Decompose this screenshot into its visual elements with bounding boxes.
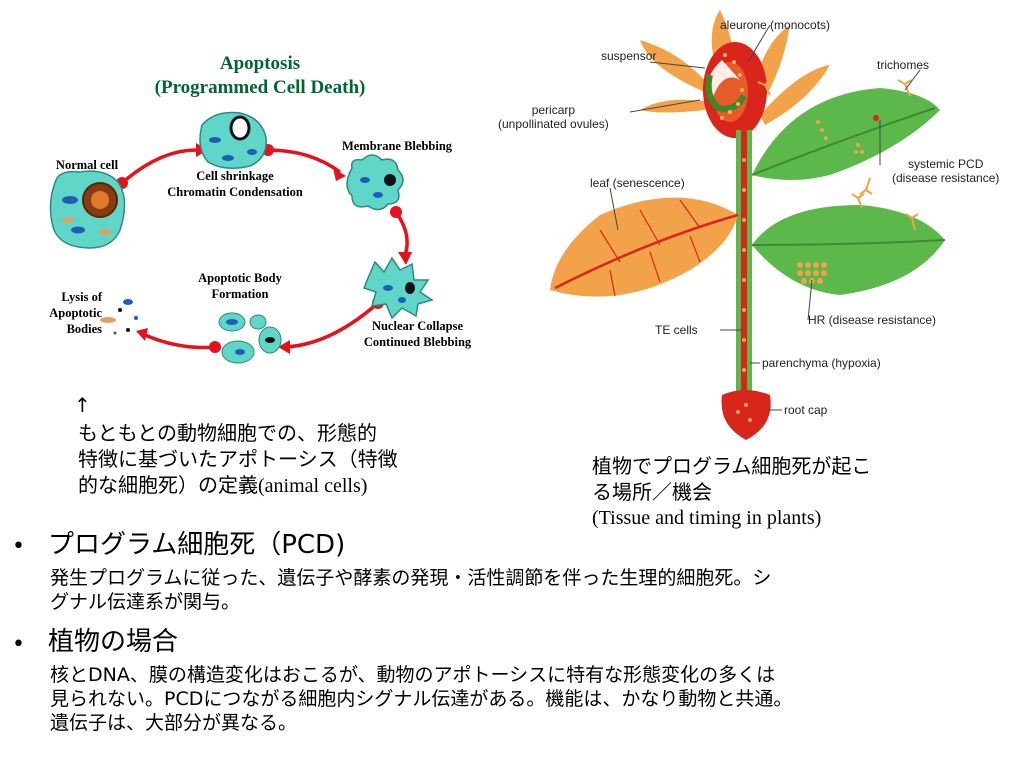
bullet-marker-1: • — [12, 534, 25, 559]
arrow-normal-to-shrink — [120, 148, 197, 185]
leader-lines — [609, 24, 921, 411]
root-cap — [721, 390, 771, 440]
bullet-body-plant-line2: 見られない。PCDにつながる細胞内シグナル伝達がある。機能は、かなり動物と共通。 — [50, 688, 793, 710]
caption-animal-line3: 的な細胞死）の定義(animal cells) — [78, 472, 498, 499]
stem — [736, 130, 752, 400]
apoptotic-bodies — [218, 312, 282, 364]
label-pericarp-line1: pericarp — [531, 103, 576, 117]
apoptosis-subtitle: (Programmed Cell Death) — [154, 77, 366, 98]
label-shrinkage-line2: Chromatin Condensation — [167, 185, 303, 199]
label-cell-shrinkage: Cell shrinkage Chromatin Condensation — [140, 168, 330, 200]
arrow-shrink-to-bleb — [267, 148, 342, 174]
label-leaf: leaf (senescence) — [590, 176, 685, 190]
label-suspensor: suspensor — [601, 49, 657, 63]
label-nuclear-line2: Continued Blebbing — [363, 335, 472, 349]
label-lysis-line3: Bodies — [66, 322, 102, 336]
caption-animal-line3b: (animal cells) — [258, 475, 368, 497]
label-shrinkage-line1: Cell shrinkage — [196, 169, 274, 183]
bullet-title-pcd: プログラム細胞死（PCD) — [48, 530, 346, 560]
label-nuclear-collapse: Nuclear Collapse Continued Blebbing — [345, 318, 490, 350]
apoptosis-cycle-graphic — [49, 111, 434, 364]
senescent-leaf — [550, 197, 739, 297]
label-normal-cell: Normal cell — [55, 158, 119, 172]
caption-plant: 植物でプログラム細胞死が起こ る場所／機会 (Tissue and timing… — [592, 453, 1012, 531]
lysis-debris — [100, 299, 138, 335]
bullet-body-pcd-line1: 発生プログラムに従った、遺伝子や酵素の発現・活性調節を伴った生理的細胞死。シ — [50, 567, 772, 589]
arrow-bleb-to-collapse — [394, 211, 409, 256]
up-arrow: ↑ — [74, 393, 91, 417]
label-apoptotic-body: Apoptotic Body Formation — [175, 270, 305, 302]
label-lysis-line1: Lysis of — [61, 290, 102, 304]
label-nuclear-line1: Nuclear Collapse — [371, 319, 464, 333]
plant-pcd-graphic — [550, 10, 946, 440]
upper-leaf — [751, 88, 940, 180]
label-hr: HR (disease resistance) — [808, 313, 937, 327]
label-systemic-line2: (disease resistance) — [892, 171, 1000, 185]
label-te-cells: TE cells — [655, 323, 698, 337]
label-body-line1: Apoptotic Body — [198, 271, 282, 285]
trichomes — [757, 79, 919, 231]
arrow-collapse-to-body — [284, 301, 380, 349]
label-body-line2: Formation — [211, 287, 269, 301]
bullet-body-plant-line3: 遺伝子は、大部分が異なる。 — [50, 712, 298, 734]
arrow-body-to-lysis — [144, 333, 216, 350]
label-pericarp: pericarp (unpollinated ovules) — [498, 103, 609, 131]
label-systemic-line1: systemic PCD — [908, 157, 984, 171]
caption-plant-line1: 植物でプログラム細胞死が起こ — [592, 454, 872, 478]
label-aleurone: aleurone (monocots) — [720, 18, 831, 32]
bullet-body-plant: 核とDNA、膜の構造変化はおこるが、動物のアポトーシスに特有な形態変化の多くは … — [50, 663, 1020, 735]
bullet-title-plant: 植物の場合 — [48, 627, 179, 657]
blebbing-cell — [346, 154, 404, 211]
bullet-body-plant-line1: 核とDNA、膜の構造変化はおこるが、動物のアポトーシスに特有な形態変化の多くは — [50, 664, 776, 686]
caption-animal: もともとの動物細胞での、形態的 特徴に基づいたアポトーシス（特徴 的な細胞死）の… — [78, 420, 498, 499]
bullet-body-pcd-line2: グナル伝達系が関与。 — [50, 591, 241, 613]
shrinking-cell — [199, 111, 267, 169]
bullet-marker-2: • — [12, 632, 25, 657]
caption-plant-line2: る場所／機会 — [592, 480, 712, 504]
bullet-body-pcd: 発生プログラムに従った、遺伝子や酵素の発現・活性調節を伴った生理的細胞死。シ グ… — [50, 566, 1020, 614]
collapsing-cell — [363, 256, 434, 320]
label-lysis-line2: Apoptotic — [49, 306, 102, 320]
label-trichomes: trichomes — [877, 58, 930, 72]
label-parenchyma: parenchyma (hypoxia) — [762, 356, 881, 370]
apoptosis-title: Apoptosis — [219, 53, 301, 74]
ovary — [703, 42, 767, 138]
lower-leaf — [751, 205, 946, 295]
caption-animal-line2: 特徴に基づいたアポトーシス（特徴 — [78, 447, 398, 471]
label-pericarp-line2: (unpollinated ovules) — [498, 117, 609, 131]
caption-animal-line1: もともとの動物細胞での、形態的 — [78, 421, 377, 445]
label-lysis: Lysis of Apoptotic Bodies — [22, 289, 102, 337]
caption-animal-line3a: 的な細胞死）の定義 — [78, 473, 258, 497]
label-root-cap: root cap — [784, 403, 828, 417]
label-membrane-blebbing: Membrane Blebbing — [341, 139, 453, 153]
label-systemic-pcd: systemic PCD (disease resistance) — [892, 157, 999, 185]
normal-cell — [49, 170, 126, 249]
caption-plant-line3: (Tissue and timing in plants) — [592, 507, 822, 529]
